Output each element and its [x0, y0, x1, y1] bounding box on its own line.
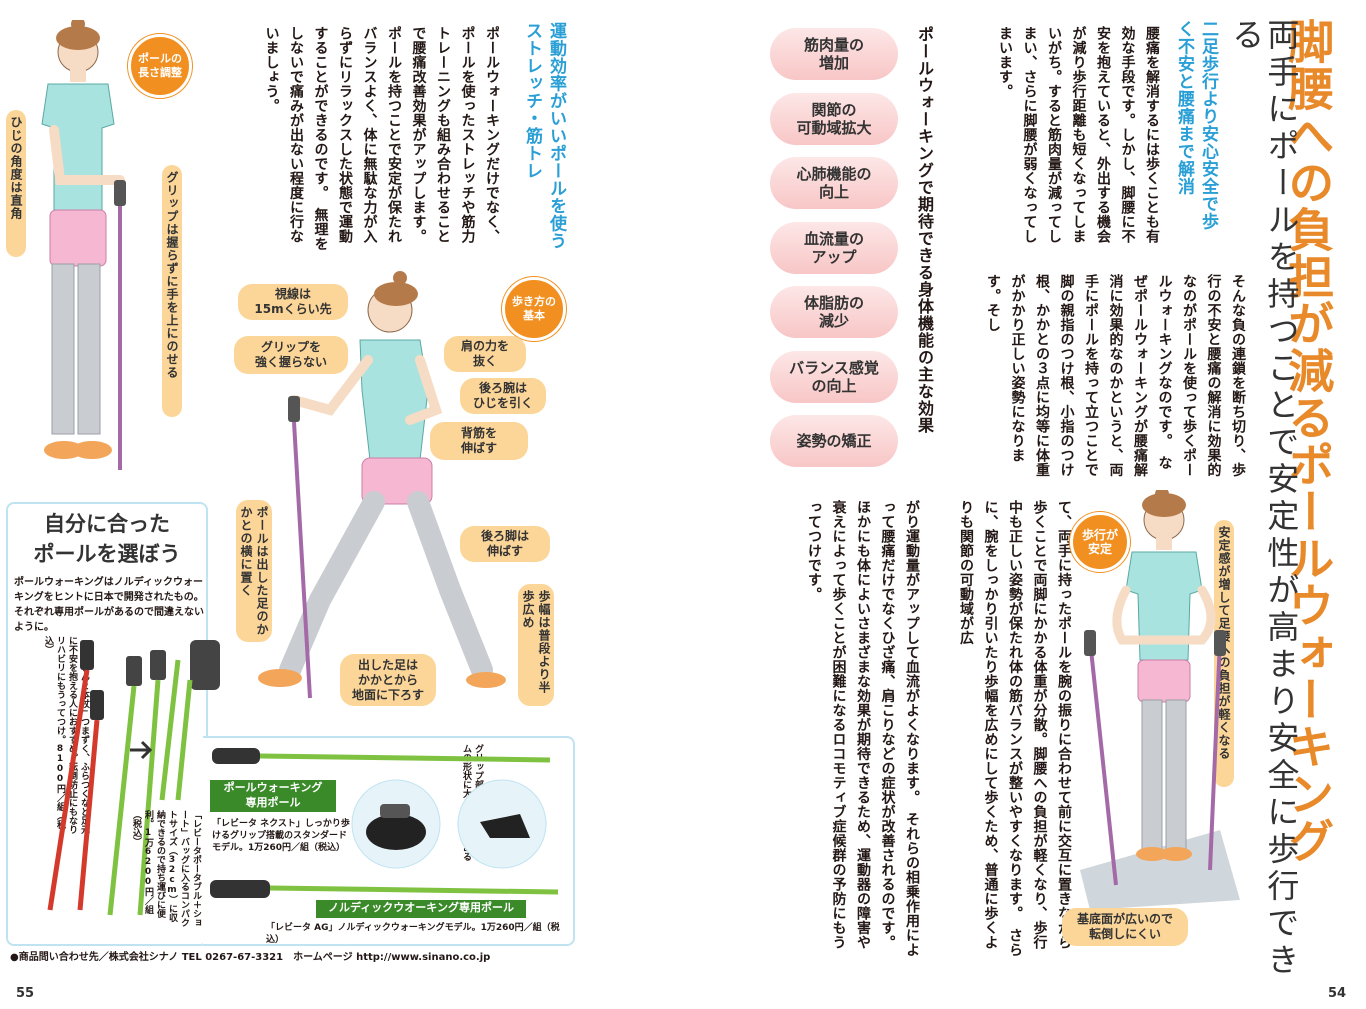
- page-subtitle: 両手にポールを持つことで安定性が高まり安全に歩行できる: [1227, 18, 1301, 980]
- box-title-line2: ポールを選ぼう: [33, 542, 181, 566]
- nw-pole-label: ノルディックウオーキング専用ポール: [316, 900, 526, 918]
- pw-pole-label: ポールウォーキング 専用ポール: [210, 780, 336, 812]
- pole-selection-box: [6, 502, 208, 946]
- stride-callout: 歩幅は普段より半歩広め: [518, 584, 554, 706]
- grip-soft-callout: グリップを 強く握らない: [234, 336, 348, 374]
- section-heading-anxiety: 二足歩行より安心安全で歩く不安と腰痛まで解消: [1174, 20, 1218, 230]
- page-number-right: 54: [1328, 986, 1347, 1001]
- contact-info: ●商品問い合わせ先／株式会社シナノ TEL 0267-67-3321 ホームペー…: [10, 952, 491, 963]
- back-arm-callout: 後ろ腕は ひじを引く: [460, 378, 546, 414]
- base-area-shape: [1080, 830, 1240, 910]
- effect-pill: 関節の 可動域拡大: [770, 92, 898, 145]
- standing-woman-illustration: [1080, 490, 1240, 910]
- section-body-stretch: ポールウォーキングだけでなく、ポールを使ったストレッチや筋力トレーニングも組み合…: [263, 26, 501, 251]
- grip-comparison-photos: [210, 748, 559, 898]
- intro-text: そんな負の連鎖を断ち切り、歩行の不安と腰痛の解消に効果的なのがポールを使って歩く…: [985, 274, 1246, 477]
- walking-text-1: て、両手に持ったポールを腕の振りに合わせて前に交互に置きながら歩くことで両脚にか…: [958, 500, 1072, 957]
- pole-place-callout: ポールは出した足のかかとの横に置く: [236, 500, 272, 642]
- effects-heading: ポールウォーキングで期待できる身体機能の主な効果: [915, 26, 934, 434]
- shoulder-callout: 肩の力を 抜く: [444, 336, 526, 372]
- elbow-callout: ひじの角度は直角: [6, 110, 26, 257]
- pw-pole-caption: 「レビータ ネクスト」しっかり歩けるグリップ搭載のスタンダードモデル。1万260…: [212, 819, 350, 853]
- back-straight-callout: 背筋を 伸ばす: [430, 422, 528, 460]
- effect-pill: バランス感覚 の向上: [770, 350, 898, 403]
- heel-callout: 出した足は かかとから 地面に下ろす: [340, 654, 436, 706]
- section-body-anxiety: 腰痛を解消するには歩くことも有効な手段です。しかし、脚腰に不安を抱えていると、外…: [997, 26, 1160, 244]
- page-number-left: 55: [16, 986, 35, 1001]
- pole-adjust-badge: ポールの 長さ調整: [128, 34, 192, 98]
- stability-badge: 歩行が 安定: [1070, 512, 1130, 572]
- effect-text: がり運動量がアップして血流がよくなります。 それらの相乗作用によって腰痛だけでな…: [806, 500, 920, 957]
- back-leg-callout: 後ろ脚は 伸ばす: [460, 526, 550, 562]
- effect-pill: 血流量の アップ: [770, 221, 898, 274]
- poles-photo: [47, 640, 220, 916]
- walking-woman-illustration: [258, 271, 506, 699]
- pole-length-illustration: [41, 20, 126, 470]
- nw-pole-caption: 「レビータ AG」ノルディックウォーキングモデル。1万260円／組（税込）: [266, 923, 560, 945]
- box-title-line1: 自分に合った: [44, 512, 170, 536]
- product-portable-text: 「レビータポータブル＋ショート」バッグに入るコンパクトサイズ（32cm）に収納で…: [131, 810, 201, 927]
- product-anshin-text: 「あんしん２本杖」つまずく、ふらつくなど足元に不安を抱える人におすすめ。転倒防止…: [43, 636, 89, 834]
- box-description: ポールウォーキングはノルディックウォーキングをヒントに日本で開発されたもの。それ…: [14, 577, 204, 633]
- page-title: 脚腰への負担が減るポールウォーキング: [1281, 18, 1336, 864]
- grip-callout: グリップは握らずに手を上にのせる: [162, 165, 182, 417]
- section-heading-stretch: 運動効率がいいポールを使うストレッチ・筋トレ: [522, 22, 566, 250]
- effect-pill: 姿勢の矯正: [770, 415, 898, 467]
- effect-pill: 体脂肪の 減少: [770, 286, 898, 338]
- effect-pill: 心肺機能の 向上: [770, 157, 898, 209]
- gaze-callout: 視線は 15mくらい先: [238, 284, 348, 320]
- effects-list: 筋肉量の 増加 関節の 可動域拡大 心肺機能の 向上 血流量の アップ 体脂肪の…: [770, 28, 898, 480]
- walking-basics-badge: 歩き方の 基本: [502, 277, 566, 341]
- base-callout: 基底面が広いので 転倒しにくい: [1062, 908, 1188, 946]
- effect-pill: 筋肉量の 増加: [770, 28, 898, 80]
